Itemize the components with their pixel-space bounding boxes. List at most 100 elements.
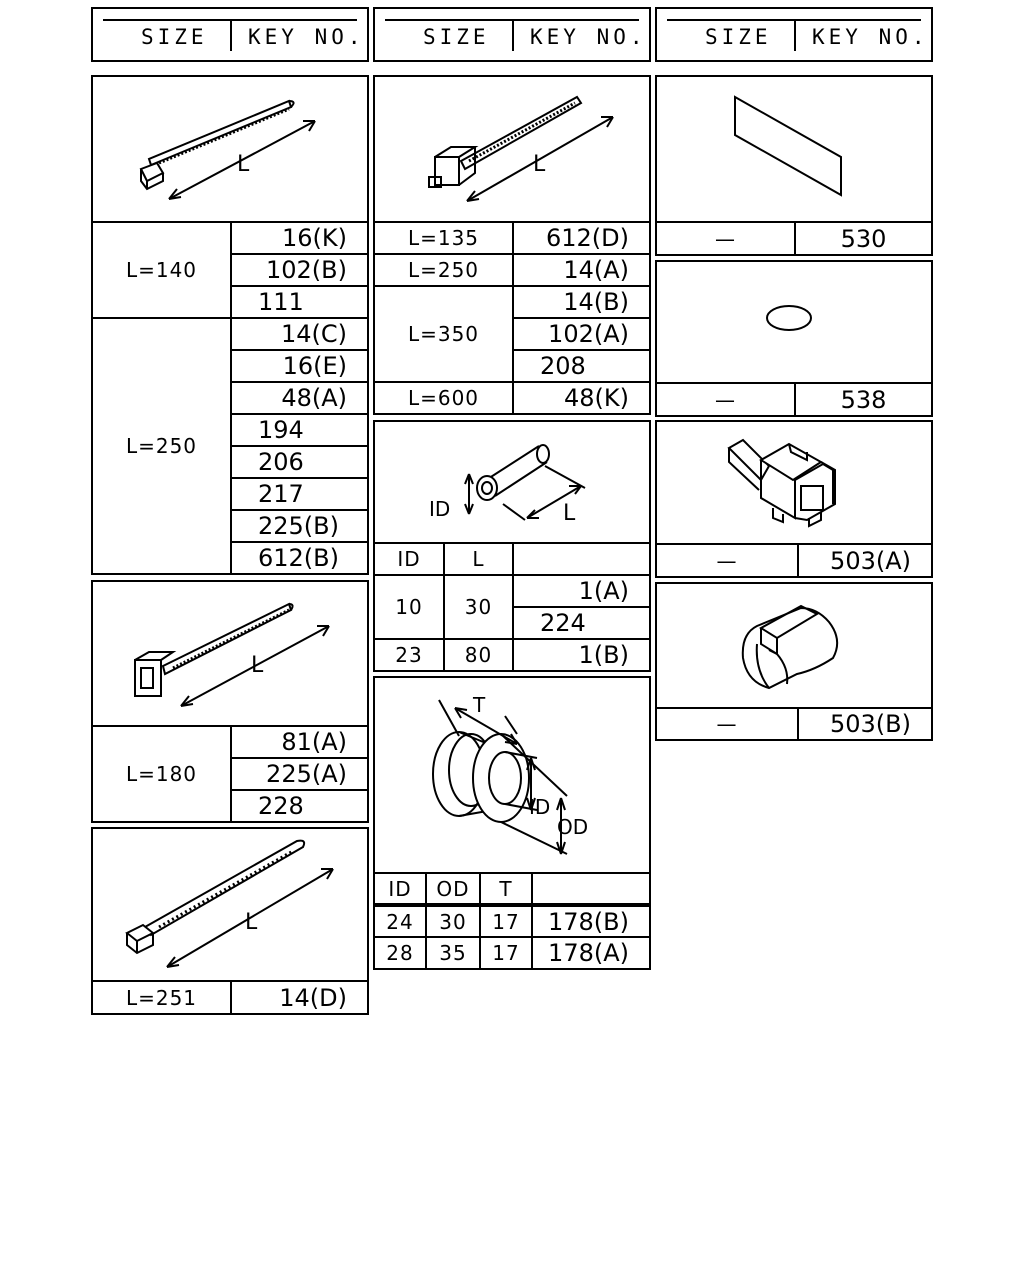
id-cell: 28 — [373, 936, 427, 970]
key-cell: 206 — [230, 445, 369, 479]
size-cell: L=350 — [373, 285, 514, 383]
key-cell: 217 — [230, 477, 369, 511]
key-cell: 14(D) — [230, 980, 369, 1015]
od-cell: 35 — [425, 936, 481, 970]
key-no-header: KEY NO. — [248, 25, 365, 49]
header-rule — [667, 19, 921, 21]
id-header: ID — [373, 542, 445, 576]
tube-figure-box: ID L — [373, 420, 651, 544]
cap-drawing — [741, 604, 839, 690]
key-cell: 102(A) — [512, 317, 651, 351]
size-cell: — — [655, 543, 799, 578]
connector-figure-box — [655, 420, 933, 545]
cable-tie-c-drawing: L — [125, 839, 334, 968]
cap-figure-box — [655, 582, 933, 709]
dim-label-l: L — [563, 501, 576, 526]
grommet-drawing: T ID OD — [432, 693, 588, 855]
header-rule — [103, 19, 357, 21]
key-cell: 228 — [230, 789, 369, 823]
column-header-2: SIZE KEY NO. — [373, 7, 651, 62]
column-header-3: SIZE KEY NO. — [655, 7, 933, 62]
id-cell: 24 — [373, 903, 427, 938]
cap-table: — 503(B) — [655, 707, 933, 741]
size-header: SIZE — [705, 25, 772, 49]
cable-tie-b-figure-box: L — [91, 580, 369, 727]
size-cell: L=250 — [91, 317, 232, 575]
key-no-header: KEY NO. — [530, 25, 647, 49]
cable-tie-b-drawing: L — [134, 602, 330, 707]
key-cell: 612(B) — [230, 541, 369, 575]
size-cell: — — [655, 221, 796, 256]
tube-drawing: ID L — [429, 444, 586, 526]
key-cell: 503(A) — [797, 543, 933, 578]
ring-figure-box — [655, 260, 933, 384]
key-header — [512, 542, 651, 576]
key-header — [531, 872, 651, 906]
t-header: T — [479, 872, 533, 906]
cable-tie-a-drawing: L — [139, 99, 316, 200]
size-cell: L=135 — [373, 221, 514, 255]
id-cell: 10 — [373, 574, 445, 640]
id-header: ID — [373, 872, 427, 906]
key-cell: 530 — [794, 221, 933, 256]
connector-drawing — [727, 438, 836, 528]
key-cell: 225(A) — [230, 757, 369, 791]
key-cell: 48(K) — [512, 381, 651, 415]
cable-tie-b-table: L=180 81(A) 225(A) 228 — [91, 725, 369, 823]
size-cell: L=250 — [373, 253, 514, 287]
l-header: L — [443, 542, 514, 576]
cable-tie-a-table: L=140 16(K) 102(B) 111 L=250 14(C) 16(E)… — [91, 221, 369, 575]
key-cell: 612(D) — [512, 221, 651, 255]
cable-tie-d-drawing: L — [428, 95, 614, 202]
header-divider — [230, 21, 232, 51]
key-cell: 178(B) — [531, 903, 651, 938]
id-cell: 23 — [373, 638, 445, 672]
key-cell: 194 — [230, 413, 369, 447]
key-cell: 111 — [230, 285, 369, 319]
size-header: SIZE — [141, 25, 208, 49]
grommet-table: ID OD T 24 30 17 178(B) 28 35 17 178(A) — [373, 872, 651, 970]
key-cell: 102(B) — [230, 253, 369, 287]
key-cell: 208 — [512, 349, 651, 383]
pad-drawing — [734, 95, 842, 197]
size-cell: L=180 — [91, 725, 232, 823]
size-cell: L=600 — [373, 381, 514, 415]
cable-tie-c-table: L=251 14(D) — [91, 980, 369, 1015]
header-divider — [512, 21, 514, 51]
grommet-figure-box: T ID OD — [373, 676, 651, 874]
cable-tie-a-figure-box: L — [91, 75, 369, 223]
dim-label-l: L — [251, 653, 264, 678]
pad-table: — 530 — [655, 221, 933, 256]
key-no-header: KEY NO. — [812, 25, 929, 49]
key-cell: 14(A) — [512, 253, 651, 287]
key-cell: 1(B) — [512, 638, 651, 672]
size-cell: L=251 — [91, 980, 232, 1015]
l-cell: 30 — [443, 574, 514, 640]
key-cell: 16(K) — [230, 221, 369, 255]
key-cell: 538 — [794, 382, 933, 417]
key-cell: 178(A) — [531, 936, 651, 970]
key-cell: 224 — [512, 606, 651, 640]
key-cell: 16(E) — [230, 349, 369, 383]
dim-label-l: L — [245, 910, 258, 935]
size-cell: — — [655, 382, 796, 417]
size-header: SIZE — [423, 25, 490, 49]
key-cell: 14(C) — [230, 317, 369, 351]
size-cell: — — [655, 707, 799, 741]
ring-drawing — [766, 305, 812, 331]
cable-tie-d-figure-box: L — [373, 75, 651, 223]
t-cell: 17 — [479, 936, 533, 970]
key-cell: 503(B) — [797, 707, 933, 741]
key-cell: 1(A) — [512, 574, 651, 608]
key-cell: 14(B) — [512, 285, 651, 319]
ring-table: — 538 — [655, 382, 933, 417]
cable-tie-c-figure-box: L — [91, 827, 369, 982]
column-header-1: SIZE KEY NO. — [91, 7, 369, 62]
dim-label-l: L — [237, 152, 250, 177]
od-cell: 30 — [425, 903, 481, 938]
key-cell: 225(B) — [230, 509, 369, 543]
size-cell: L=140 — [91, 221, 232, 319]
header-divider — [794, 21, 796, 51]
connector-table: — 503(A) — [655, 543, 933, 578]
key-cell: 48(A) — [230, 381, 369, 415]
